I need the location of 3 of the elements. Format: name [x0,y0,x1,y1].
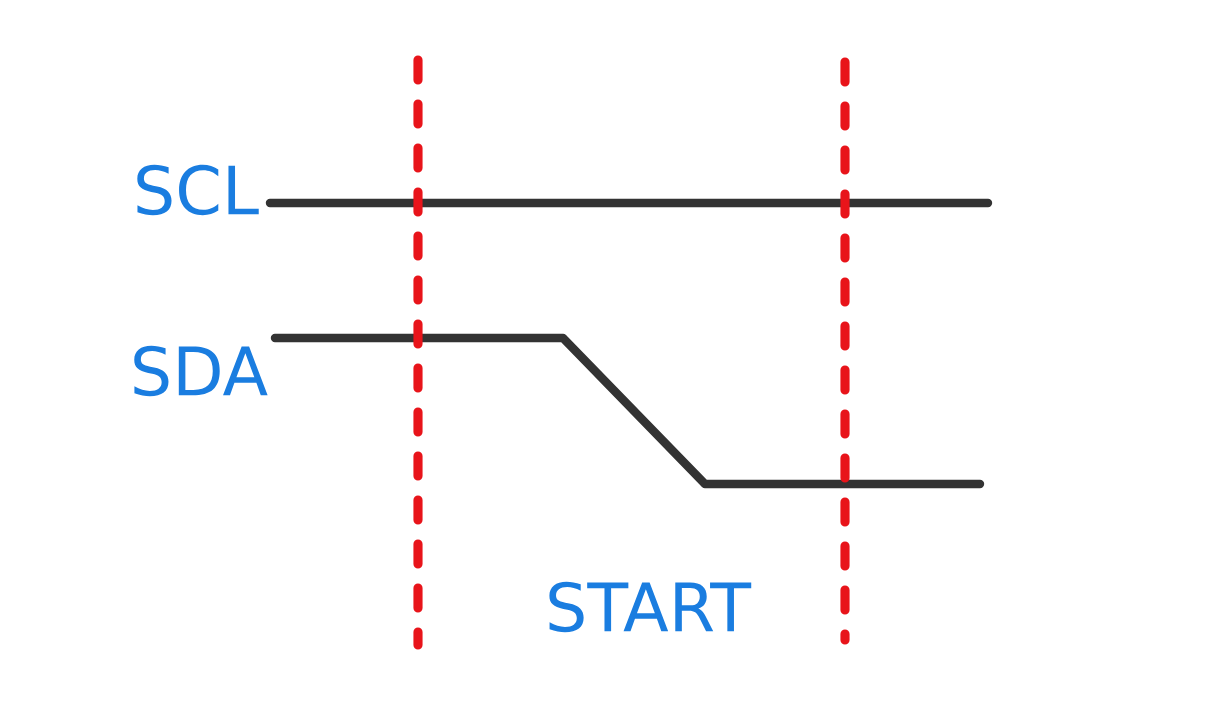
signal-label: SCL [137,164,259,216]
phase-label: START [549,581,752,633]
signal-label: SDA [134,345,268,397]
